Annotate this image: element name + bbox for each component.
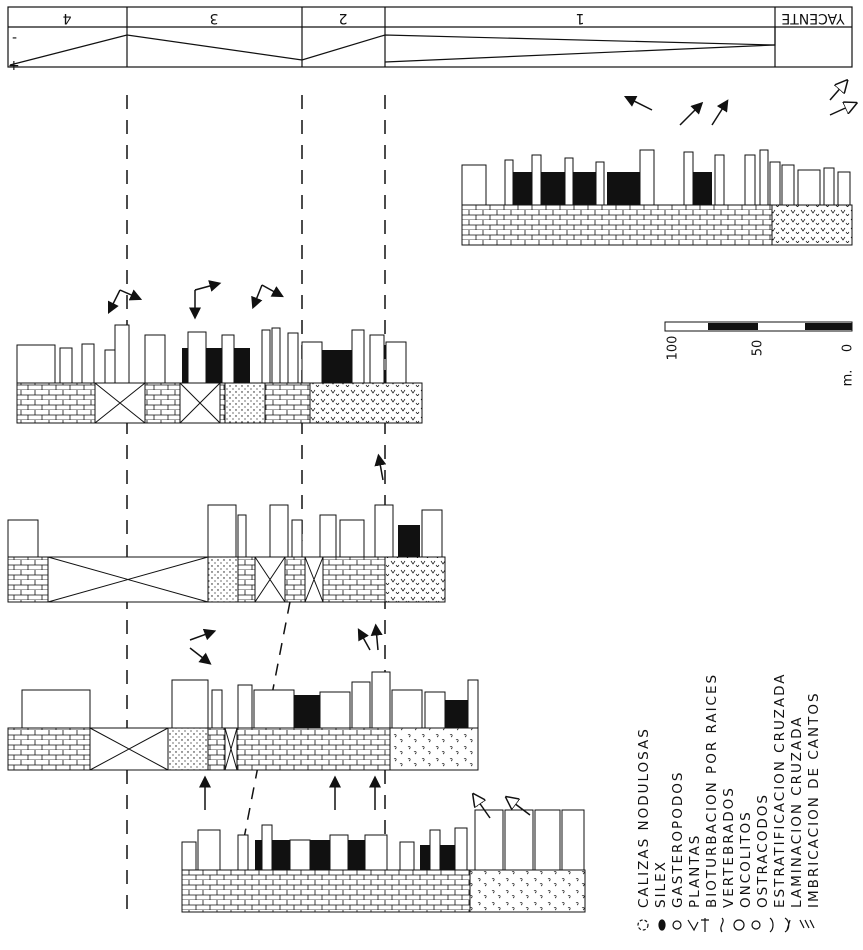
gastropod-icon — [673, 921, 681, 929]
legend-estratificacion: ESTRATIFICACION CRUZADA — [772, 672, 788, 908]
silex-icon — [659, 920, 665, 930]
scale-unit: m. — [841, 370, 856, 387]
legend-gasteropodos: GASTEROPODOS — [670, 771, 686, 908]
legend-oncolitos: ONCOLITOS — [738, 810, 754, 908]
scale-tick-100: 100 — [666, 336, 681, 361]
legend-ostracodos: OSTRACODOS — [755, 793, 771, 908]
section-5-bottom — [182, 780, 585, 912]
axis-minus-label: - — [12, 30, 17, 46]
legend: CALIZAS NODULOSAS SILEX GASTEROPODOS PLA… — [636, 672, 822, 932]
legend-bioturbacion: BIOTURBACION POR RAICES — [704, 673, 720, 908]
correlation-lines — [127, 95, 385, 920]
legend-vertebrados: VERTEBRADOS — [721, 786, 737, 908]
plant-icon — [688, 920, 698, 930]
nodule-icon — [638, 920, 648, 930]
legend-symbols — [638, 918, 814, 932]
cross-bedding-icon — [770, 918, 773, 932]
header-band: 4 3 2 1 YACENTE - + — [8, 7, 852, 74]
section-top-right — [462, 84, 852, 245]
section-2 — [17, 284, 422, 423]
axis-plus-label: + — [8, 58, 20, 74]
trend-curve-thin — [385, 45, 775, 62]
imbrication-icon — [800, 920, 814, 928]
section-4 — [8, 628, 478, 770]
scale-tick-0: 0 — [841, 344, 856, 352]
legend-labels: CALIZAS NODULOSAS SILEX GASTEROPODOS PLA… — [636, 672, 822, 908]
legend-laminacion: LAMINACION CRUZADA — [789, 715, 805, 908]
ostracod-icon — [752, 921, 760, 929]
vertebrate-icon — [721, 918, 723, 932]
legend-plantas: PLANTAS — [687, 834, 703, 908]
unit-3-label: 3 — [210, 10, 219, 26]
unit-2-label: 2 — [339, 10, 348, 26]
yacente-label: YACENTE — [781, 10, 845, 26]
root-icon — [701, 918, 709, 932]
scale-bar: 100 50 0 m. — [665, 322, 856, 386]
legend-imbricacion: IMBRICACION DE CANTOS — [806, 691, 822, 908]
cross-lamination-icon — [785, 918, 790, 932]
section-3 — [8, 458, 445, 602]
legend-calizas-nodulosas: CALIZAS NODULOSAS — [636, 727, 652, 908]
unit-4-label: 4 — [62, 10, 71, 26]
unit-1-label: 1 — [576, 10, 585, 26]
oncolite-icon — [734, 920, 744, 930]
legend-silex: SILEX — [653, 860, 669, 908]
trend-curve — [10, 27, 775, 65]
scale-tick-50: 50 — [751, 340, 766, 357]
